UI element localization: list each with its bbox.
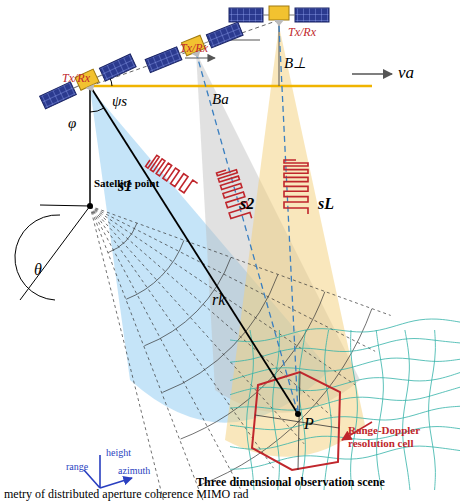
axis-label: height: [106, 448, 131, 458]
beam-L: [225, 26, 365, 457]
look-angle-arc: [90, 108, 104, 112]
velocity-arrow: [352, 73, 392, 75]
angle-label: θ: [34, 262, 42, 278]
signal-label: sL: [318, 196, 334, 212]
tx-rx-label: Tx/Rx: [62, 72, 90, 84]
angle-label: φ: [68, 116, 76, 131]
baseline-label: Ba: [212, 92, 229, 107]
angle-label: ψs: [112, 94, 127, 109]
theta-arc: [15, 215, 60, 300]
scene-label: Three dimensional observation scene: [196, 476, 385, 488]
resolution-cell: [252, 372, 340, 470]
velocity-label: va: [398, 64, 414, 81]
axis-label: azimuth: [118, 466, 150, 476]
satellite-track: [90, 20, 279, 86]
point-label: Satellite point: [94, 178, 159, 189]
baseline-label: B⊥: [284, 56, 306, 71]
slant-range-L: [279, 26, 298, 414]
range-label: rk: [212, 292, 225, 308]
cell-label: Range-Doppler resolution cell: [348, 424, 448, 449]
along-track-baseline: [90, 85, 372, 88]
axis-label: range: [66, 462, 88, 472]
target-point: [295, 411, 301, 417]
signals: [146, 155, 308, 218]
satellites: [39, 6, 329, 113]
signal-label: s2: [240, 196, 254, 212]
caption-fragment: metry of distributed aperture coherence …: [4, 488, 249, 500]
satellite-point-dot: [87, 203, 93, 209]
nadir-line: [89, 86, 91, 206]
slant-range: [90, 86, 298, 414]
point-label: P: [304, 416, 314, 432]
tx-rx-label: Tx/Rx: [180, 42, 208, 54]
ground-grid: [20, 205, 460, 502]
tx-rx-label: Tx/Rx: [288, 26, 316, 38]
